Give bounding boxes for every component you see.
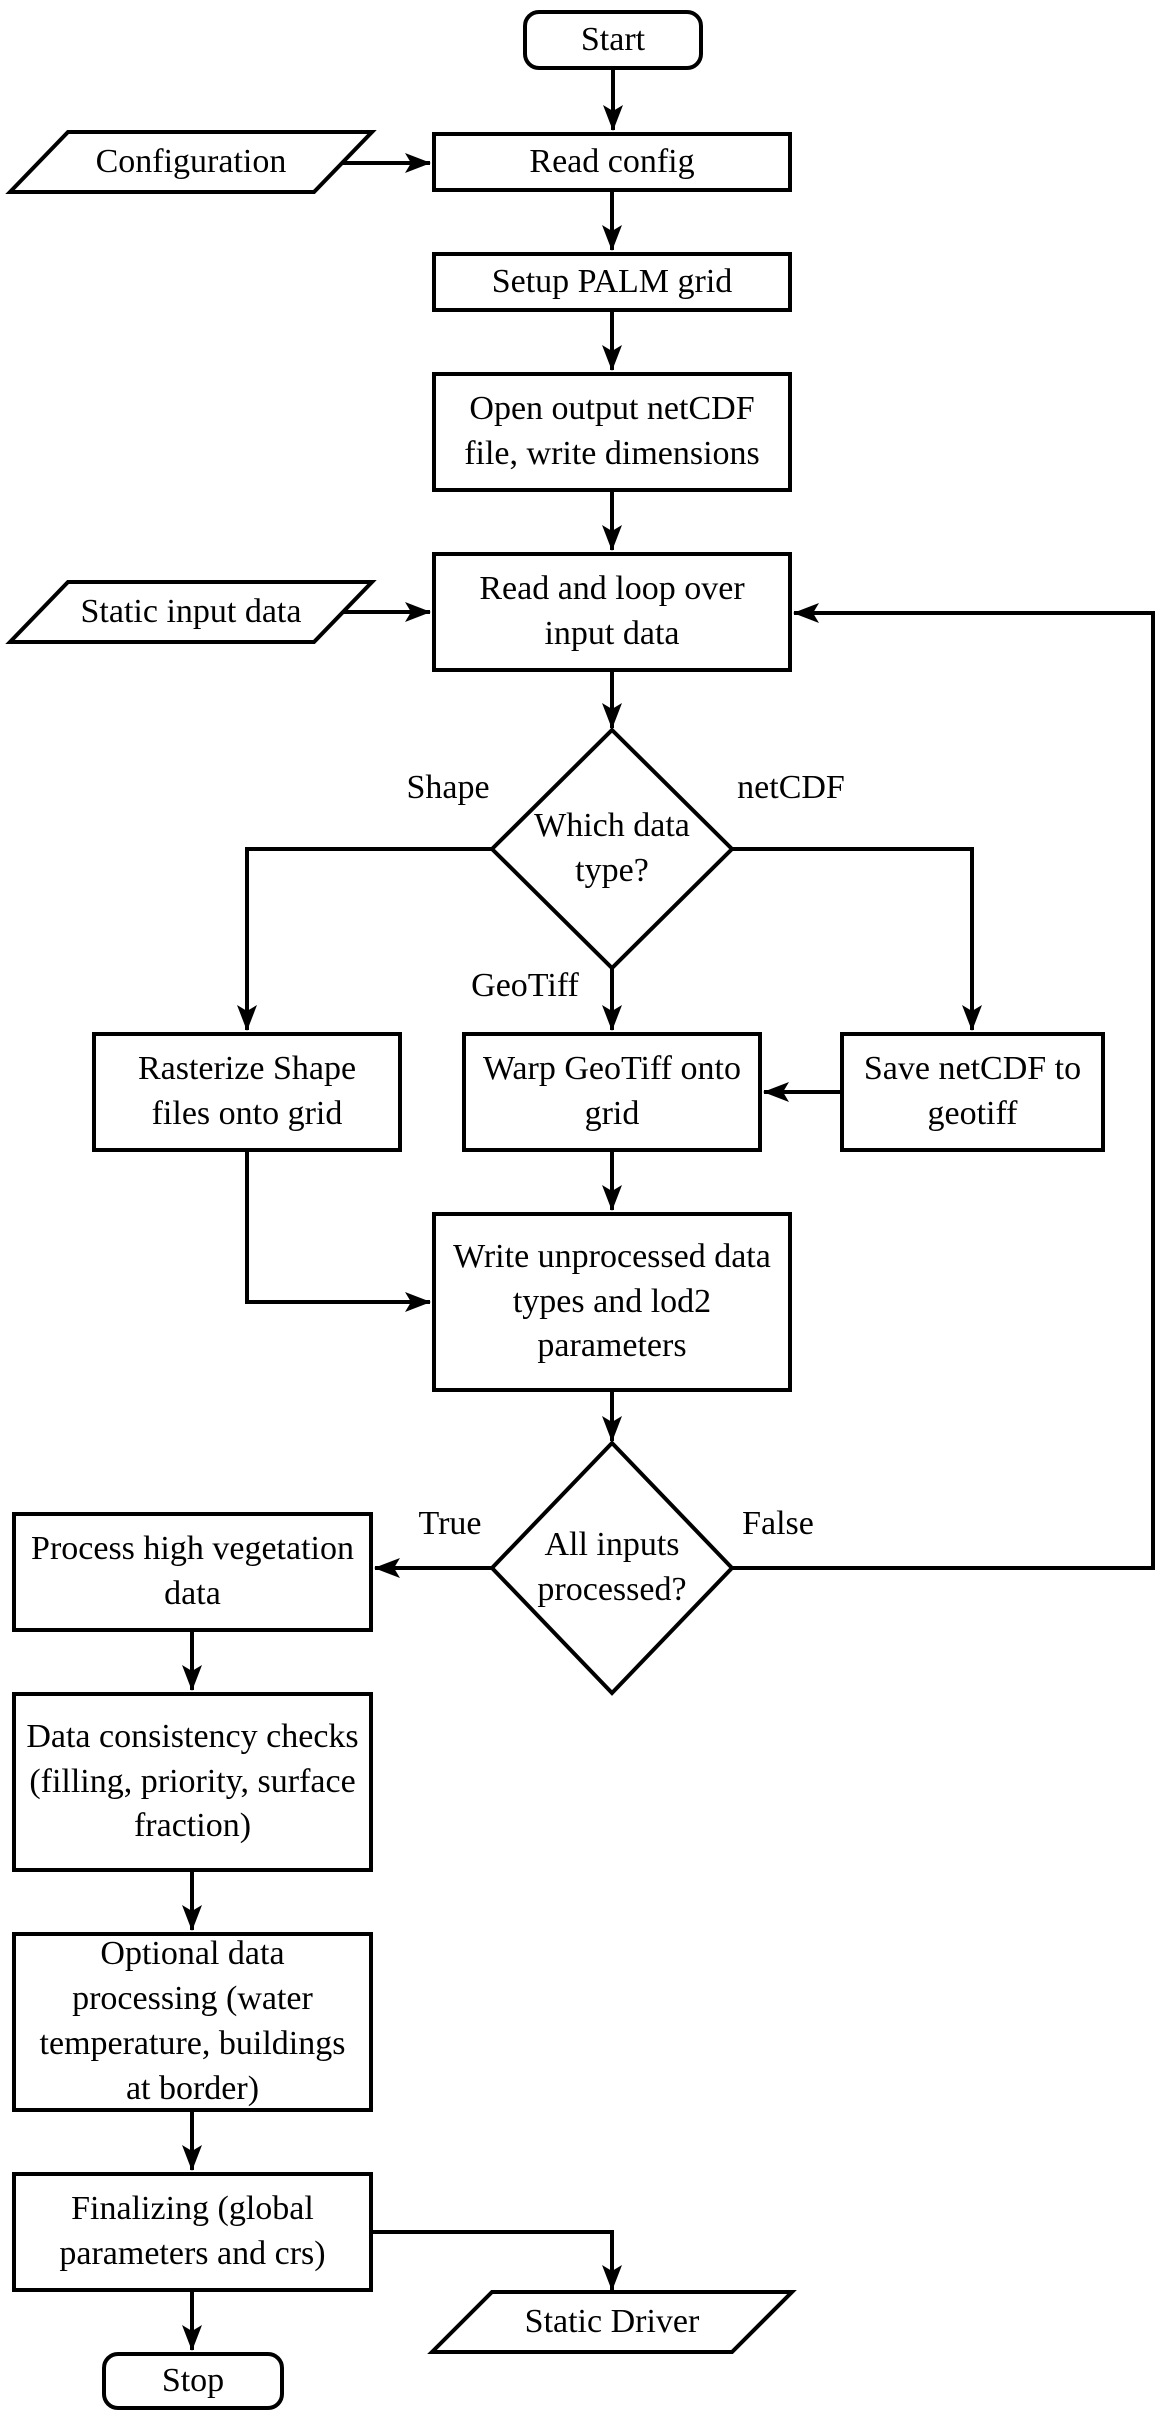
io-shape-static-input-data bbox=[5, 580, 377, 644]
node-rasterize-shape: Rasterize Shape files onto grid bbox=[92, 1032, 402, 1152]
node-configuration-label: Configuration bbox=[95, 142, 287, 180]
arrow-which-type-netcdf-to-save bbox=[732, 847, 982, 1031]
node-save-netcdf-to-geotiff: Save netCDF to geotiff bbox=[840, 1032, 1105, 1152]
io-shape-static-driver bbox=[427, 2290, 797, 2354]
edge-label-netcdf: netCDF bbox=[737, 769, 845, 806]
io-shape-configuration bbox=[5, 130, 377, 194]
arrow-finalizing-to-static-driver bbox=[373, 2230, 622, 2291]
node-data-consistency-checks: Data consistency checks (filling, priori… bbox=[12, 1692, 373, 1872]
node-setup-palm-grid: Setup PALM grid bbox=[432, 252, 792, 312]
edge-label-true: True bbox=[418, 1505, 482, 1542]
decision-which-data-type-label: Which data type? bbox=[534, 807, 690, 889]
node-optional-data-processing: Optional data processing (water temperat… bbox=[12, 1932, 373, 2112]
edge-label-geotiff: GeoTiff bbox=[471, 967, 579, 1004]
node-stop: Stop bbox=[102, 2352, 284, 2410]
decision-shape-which-data-type bbox=[489, 727, 735, 971]
decision-all-inputs-processed-label: All inputs processed? bbox=[537, 1526, 687, 1608]
node-static-input-data-label: Static input data bbox=[80, 592, 302, 630]
node-read-and-loop: Read and loop over input data bbox=[432, 552, 792, 672]
node-open-output-netcdf: Open output netCDF file, write dimension… bbox=[432, 372, 792, 492]
edge-label-shape: Shape bbox=[406, 769, 490, 806]
node-finalizing: Finalizing (global parameters and crs) bbox=[12, 2172, 373, 2292]
decision-shape-all-inputs-processed bbox=[489, 1440, 735, 1696]
node-read-config: Read config bbox=[432, 132, 792, 192]
node-static-driver-label: Static Driver bbox=[524, 2302, 700, 2340]
arrow-rasterize-to-write-unprocessed bbox=[245, 1152, 431, 1312]
arrow-which-type-shape-to-rasterize bbox=[237, 847, 492, 1031]
node-warp-geotiff: Warp GeoTiff onto grid bbox=[462, 1032, 762, 1152]
node-write-unprocessed: Write unprocessed data types and lod2 pa… bbox=[432, 1212, 792, 1392]
node-start: Start bbox=[523, 10, 703, 70]
edge-label-false: False bbox=[742, 1505, 814, 1542]
arrow-all-processed-false-loop-to-read-loop bbox=[732, 603, 1155, 1570]
node-process-high-vegetation: Process high vegetation data bbox=[12, 1512, 373, 1632]
